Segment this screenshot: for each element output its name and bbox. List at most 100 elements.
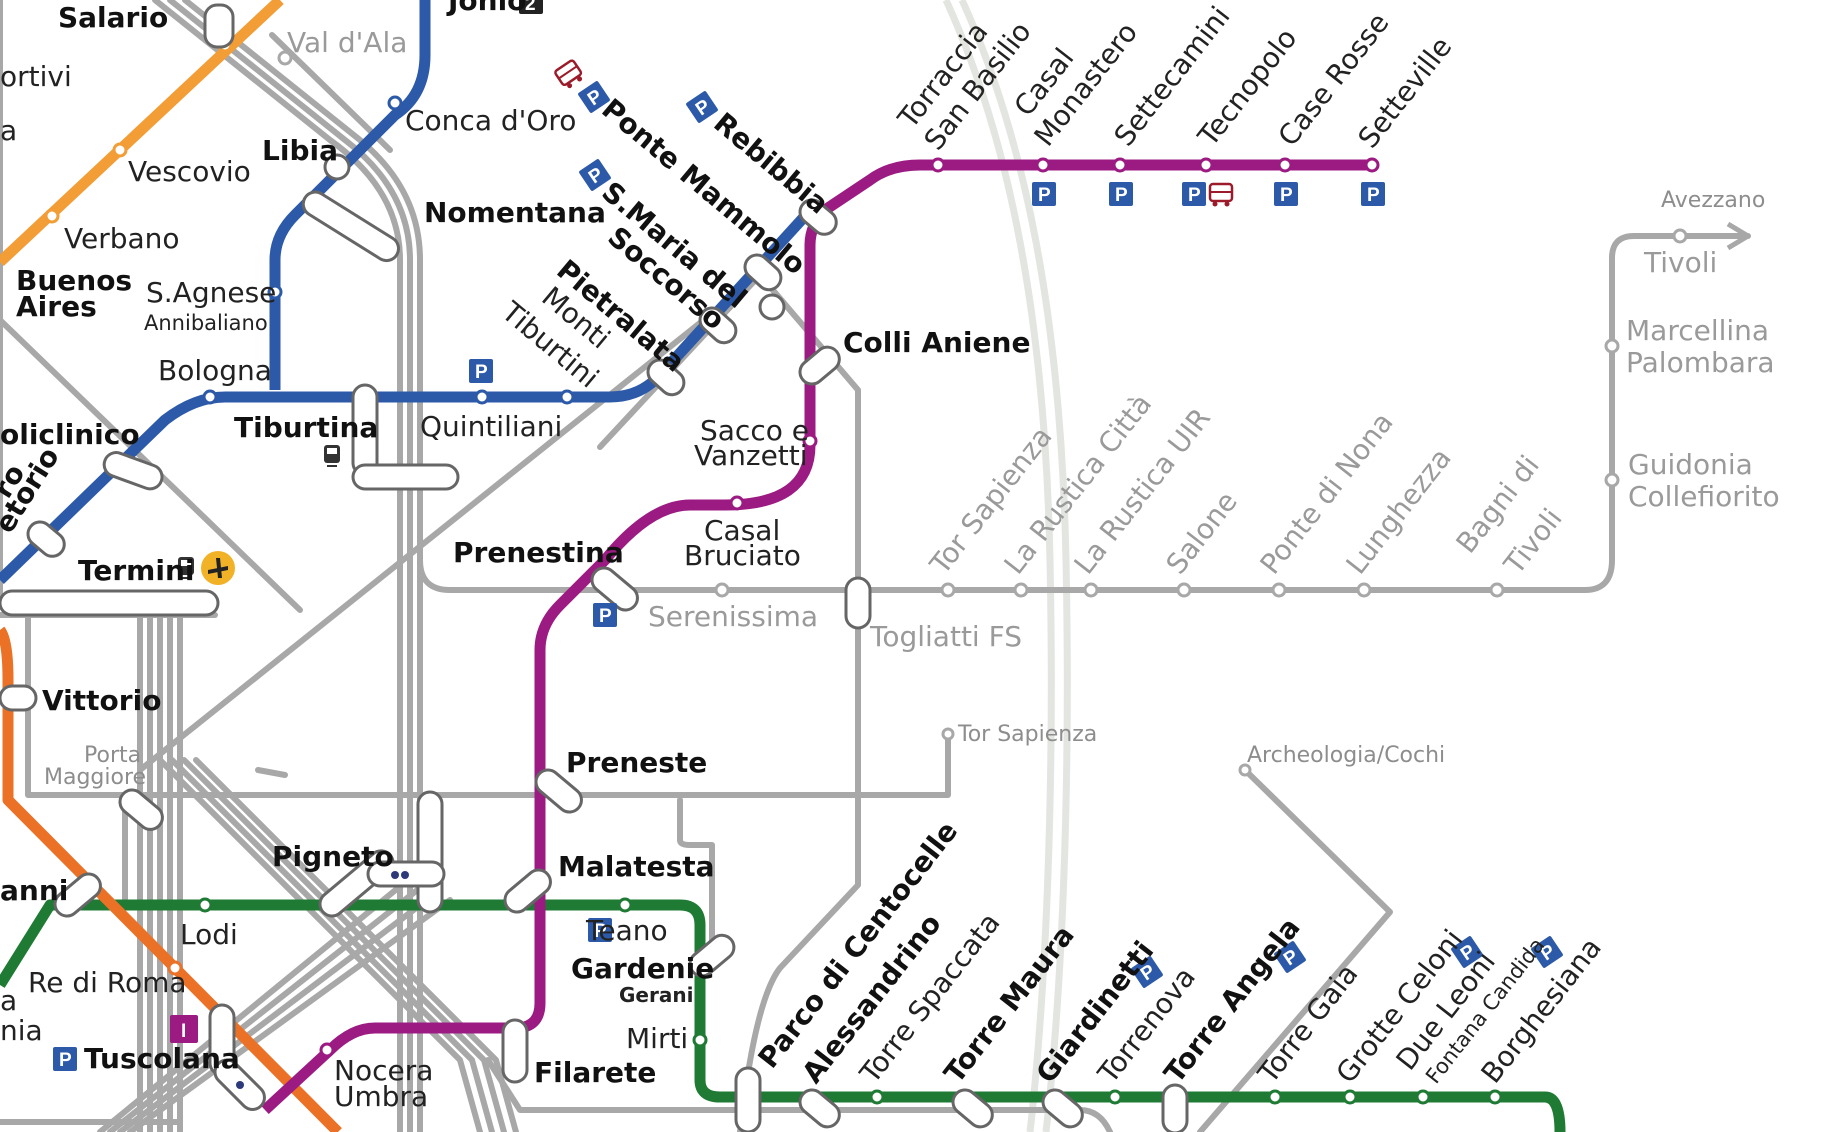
- label-a-frag-2: a: [0, 984, 17, 1017]
- interchange-termini[interactable]: [0, 589, 220, 617]
- station-torre-gaia[interactable]: [1267, 1089, 1283, 1105]
- label-casal-2: Casal: [704, 514, 780, 547]
- station-tivoli[interactable]: [1672, 228, 1688, 244]
- station-bologna[interactable]: [202, 389, 218, 405]
- interchange-vittorio[interactable]: [0, 684, 38, 712]
- station-lodi[interactable]: [197, 897, 213, 913]
- station-teano[interactable]: [617, 897, 633, 913]
- station-la-rustica-citta[interactable]: [1013, 582, 1029, 598]
- interchange-smaria[interactable]: [695, 303, 741, 348]
- station-sacco-e-vanzetti[interactable]: [802, 433, 818, 449]
- label-anni: anni: [0, 874, 68, 907]
- interchange-torre-angela[interactable]: [1161, 1083, 1189, 1132]
- station-val-dala[interactable]: [277, 50, 293, 66]
- station-mirti[interactable]: [692, 1032, 708, 1048]
- interchange-preneste[interactable]: [531, 765, 586, 817]
- label-preneste: Preneste: [566, 746, 707, 779]
- station-setteville[interactable]: [1364, 157, 1380, 173]
- label-nia-frag: nia: [0, 1014, 43, 1047]
- station-serenissima[interactable]: [714, 582, 730, 598]
- station-sagnese[interactable]: [267, 284, 283, 300]
- parking-icon: P: [686, 91, 718, 123]
- parking-icon: P: [1451, 936, 1483, 968]
- station-tecnopolo[interactable]: [1198, 157, 1214, 173]
- interchange-salario[interactable]: [203, 3, 235, 49]
- station-quintiliani[interactable]: [474, 389, 490, 405]
- label-teano: Teano: [585, 914, 668, 947]
- interchange-libia[interactable]: [323, 153, 351, 181]
- interchange-castro-pretorio[interactable]: [23, 517, 69, 561]
- svg-text:P: P: [599, 606, 612, 627]
- station-bagni-di-tivoli[interactable]: [1489, 582, 1505, 598]
- interchange-rebibbia[interactable]: [795, 195, 841, 239]
- station-borghesiana[interactable]: [1487, 1089, 1503, 1105]
- station-nocera-umbra[interactable]: [319, 1042, 335, 1058]
- label-salone: Salone: [1160, 485, 1244, 580]
- label-salario: Salario: [58, 1, 168, 34]
- station-torraccia[interactable]: [930, 157, 946, 173]
- label-tiburtina: Tiburtina: [234, 411, 378, 444]
- interchange-ponte-mammolo-b[interactable]: [758, 293, 786, 321]
- station-case-rosse[interactable]: [1277, 157, 1293, 173]
- interchange-alessandrino[interactable]: [795, 1085, 844, 1132]
- station-torrenova[interactable]: [1107, 1089, 1123, 1105]
- station-re-di-roma[interactable]: [167, 960, 183, 976]
- interchange-pigneto-v[interactable]: [416, 790, 444, 914]
- station-verbano[interactable]: [44, 208, 60, 224]
- metro-line-f: [0, 626, 342, 1132]
- interchange-nomentana[interactable]: [299, 188, 403, 266]
- label-re-di-roma: Re di Roma: [28, 966, 187, 999]
- interchange-pietralata[interactable]: [643, 355, 689, 400]
- station-casal-monastero[interactable]: [1035, 157, 1051, 173]
- station-tor-sapienza-small[interactable]: [941, 727, 955, 741]
- interchange-policlinico[interactable]: [101, 449, 166, 492]
- parking-icon: P: [1109, 182, 1133, 206]
- station-torre-spaccata[interactable]: [869, 1089, 885, 1105]
- station-archeologia[interactable]: [1238, 763, 1252, 777]
- svg-text:P: P: [594, 921, 607, 942]
- interchange-togliatti[interactable]: [844, 576, 872, 630]
- label-serenissima: Serenissima: [648, 600, 818, 633]
- interchange-ponte-mammolo[interactable]: [740, 250, 786, 295]
- interchange-prenestina[interactable]: [587, 563, 642, 615]
- station-lunghezza[interactable]: [1356, 582, 1372, 598]
- station-tor-sapienza[interactable]: [940, 582, 956, 598]
- label-collefiorito: Collefiorito: [1628, 480, 1780, 513]
- station-grotte-celoni[interactable]: [1342, 1089, 1358, 1105]
- label-maggiore: Maggiore: [44, 765, 146, 790]
- airport-icon: [201, 551, 235, 585]
- label-archeologia: Archeologia/Cochi: [1247, 743, 1445, 768]
- label-bologna: Bologna: [158, 354, 272, 387]
- interchange-gardenie[interactable]: [685, 930, 739, 981]
- station-ponte-di-nona[interactable]: [1271, 582, 1287, 598]
- station-casal-bruciato[interactable]: [729, 495, 745, 511]
- interchange-porta-maggiore[interactable]: [115, 785, 167, 834]
- station-vescovio[interactable]: [112, 142, 128, 158]
- station-settecamini[interactable]: [1112, 157, 1128, 173]
- station-due-leoni[interactable]: [1415, 1089, 1431, 1105]
- parking-icon: P: [1361, 182, 1385, 206]
- interchange-filarete[interactable]: [501, 1018, 529, 1084]
- station-salone[interactable]: [1176, 582, 1192, 598]
- train-icon: [324, 445, 340, 467]
- interchange-colli-aniene[interactable]: [795, 342, 844, 389]
- station-marcellina[interactable]: [1604, 338, 1620, 354]
- station-guidonia[interactable]: [1604, 472, 1620, 488]
- interchange-giardinetti[interactable]: [1038, 1085, 1087, 1132]
- label-prenestina: Prenestina: [453, 536, 624, 569]
- interchange-san-giovanni[interactable]: [50, 869, 105, 921]
- interchange-tiburtina-h[interactable]: [351, 463, 460, 491]
- interchange-torre-maura[interactable]: [948, 1085, 997, 1132]
- interchange-malatesta[interactable]: [500, 865, 555, 917]
- station-conca-doro[interactable]: [387, 95, 403, 111]
- station-la-rustica-uir[interactable]: [1083, 582, 1099, 598]
- label-quintiliani: Quintiliani: [420, 410, 562, 443]
- interchange-parco-centocelle[interactable]: [734, 1066, 762, 1132]
- station-monti-tiburtini[interactable]: [559, 389, 575, 405]
- label-verbano: Verbano: [64, 222, 180, 255]
- svg-text:P: P: [1038, 185, 1051, 206]
- label-a-frag: a: [0, 114, 17, 147]
- label-nomentana: Nomentana: [424, 196, 606, 229]
- label-vescovio: Vescovio: [128, 155, 251, 188]
